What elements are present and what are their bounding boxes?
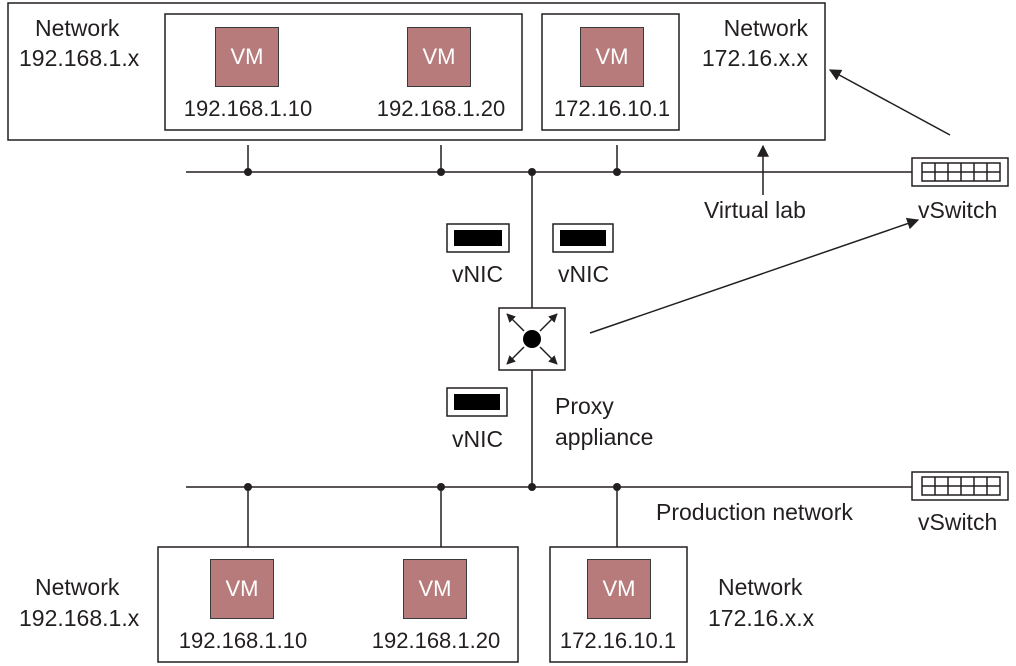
bus-node [528,483,536,491]
bus-node [244,483,252,491]
proxy-to-vswitch-arrow [589,217,920,334]
vm-ip: 192.168.1.20 [371,628,501,653]
vm-ip: 192.168.1.20 [376,96,506,121]
vm-box: VM [407,27,471,87]
production-box-a [157,546,519,663]
vm-ip: 172.16.10.1 [559,628,677,653]
proxy-appliance-label: Proxy [555,393,614,419]
vswitch-label: vSwitch [918,509,998,535]
proxy-appliance-label: appliance [555,424,654,450]
virtual-lab-outer-box [7,2,826,141]
vm-box: VM [403,559,467,619]
vnic-icon [446,223,510,253]
bus-node [437,483,445,491]
vm-box: VM [580,27,644,87]
vswitch-to-network-arrow [828,69,951,136]
virtual-lab-inner-box-a [164,13,523,131]
network-label: Network [35,15,120,41]
network-label: Network [718,574,803,600]
vswitch-bottom-icon [911,471,1009,501]
vm-box: VM [215,27,279,87]
production-box-b [549,546,688,663]
vswitch-top-icon [911,157,1009,187]
vnic-label: vNIC [452,261,504,287]
vm-ip: 172.16.10.1 [553,96,671,121]
network-label: Network [723,15,808,41]
vswitch-label: vSwitch [918,197,998,223]
network-label: Network [35,574,120,600]
proxy-appliance-icon [498,307,566,371]
bus-node [437,168,445,176]
bus-node [613,168,621,176]
network-subnet: 172.16.x.x [701,45,808,71]
bus-node [244,168,252,176]
network-subnet: 172.16.x.x [708,605,815,631]
vm-box: VM [210,559,274,619]
virtual-lab-caption: Virtual lab [704,197,806,223]
vm-ip: 192.168.1.10 [183,96,313,121]
vm-box: VM [587,559,651,619]
vnic-icon [552,223,614,253]
vm-ip: 192.168.1.10 [178,628,308,653]
vnic-label: vNIC [558,261,610,287]
network-subnet: 192.168.1.x [19,45,140,71]
network-subnet: 192.168.1.x [19,605,140,631]
vnic-label: vNIC [452,426,504,452]
vnic-icon [446,387,508,417]
virtual-lab-inner-box-b [541,13,680,131]
bus-node [613,483,621,491]
production-caption: Production network [656,499,853,525]
